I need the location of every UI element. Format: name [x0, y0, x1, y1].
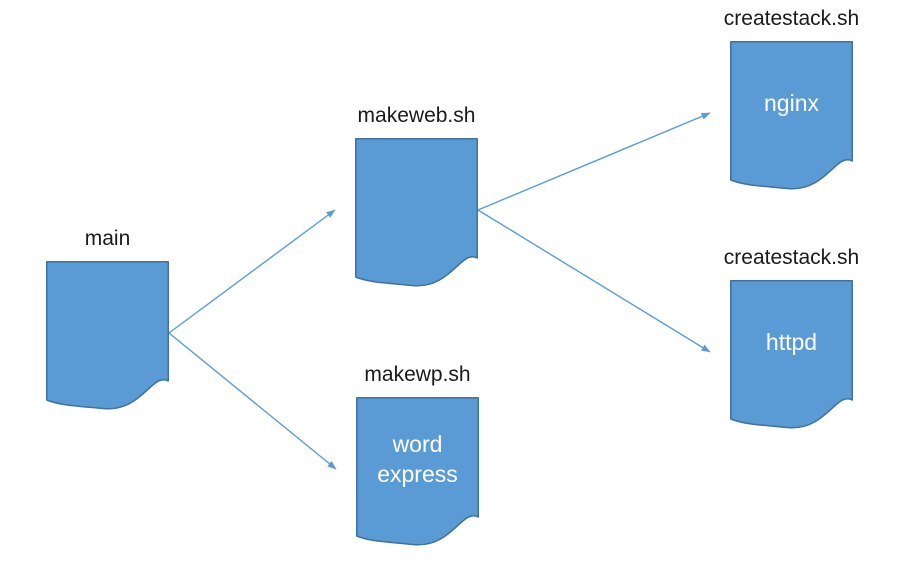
node-main: main — [46, 226, 169, 411]
node-httpd-label: createstack.sh — [723, 246, 860, 269]
node-nginx-document: nginx — [730, 41, 853, 191]
node-nginx-label: createstack.sh — [723, 7, 860, 30]
arrow-main-to-makewp — [168, 332, 337, 470]
node-httpd: createstack.sh httpd — [723, 245, 860, 430]
node-main-document — [46, 261, 169, 411]
document-shape-icon — [46, 261, 169, 410]
document-shape-icon — [730, 280, 853, 429]
node-makewp-document: word express — [356, 397, 479, 547]
node-makeweb-document — [355, 138, 478, 288]
node-makewp: makewp.sh word express — [356, 362, 479, 547]
arrow-makeweb-to-nginx — [477, 112, 711, 211]
arrow-main-to-makeweb — [168, 209, 336, 334]
document-shape-icon — [356, 397, 479, 546]
node-httpd-document: httpd — [730, 280, 853, 430]
node-makeweb-label: makeweb.sh — [357, 104, 476, 127]
arrow-makeweb-to-httpd — [477, 209, 711, 353]
node-main-label: main — [84, 227, 131, 250]
node-nginx: createstack.sh nginx — [723, 6, 860, 191]
node-makewp-label: makewp.sh — [364, 363, 471, 386]
node-makeweb: makeweb.sh — [355, 103, 478, 288]
document-shape-icon — [355, 138, 478, 287]
document-shape-icon — [730, 41, 853, 190]
